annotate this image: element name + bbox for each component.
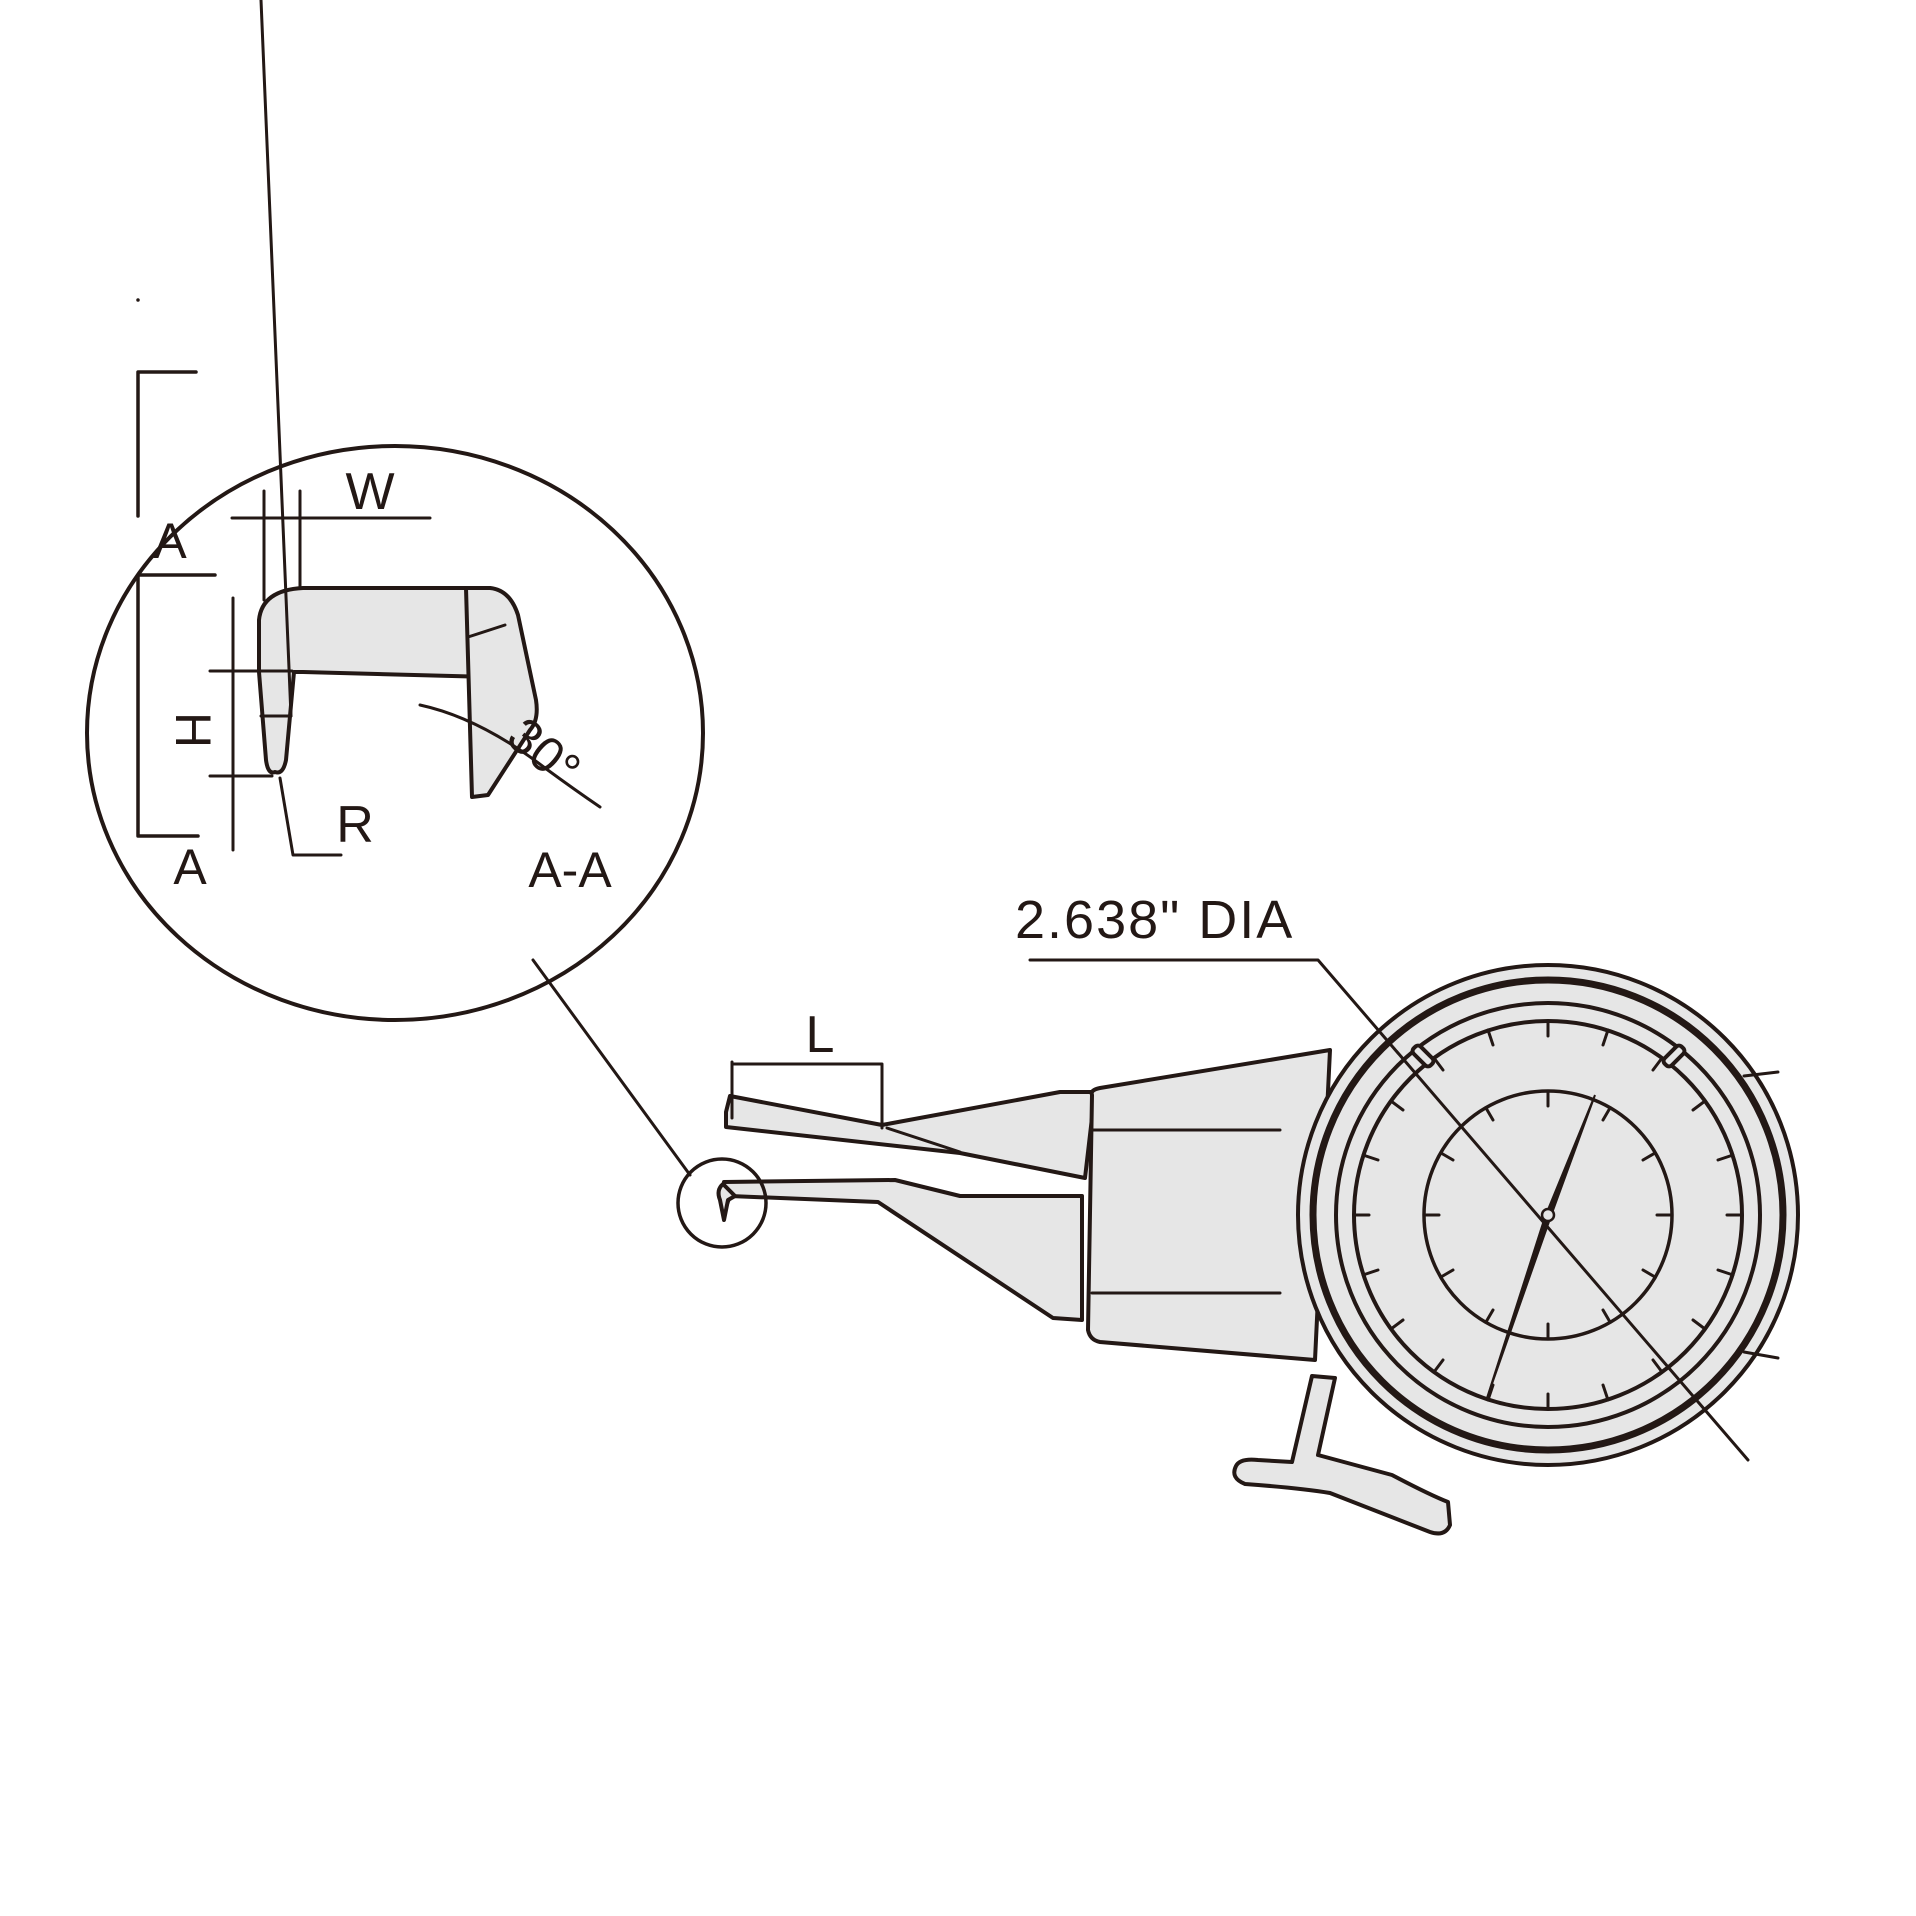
radius-label: R [336, 796, 374, 854]
gauge-body [1086, 1048, 1332, 1362]
lower-jaw [722, 1178, 1084, 1322]
probe-tip-side-view [257, 586, 492, 775]
detail-leader-line [531, 958, 692, 1177]
section-view-label: A-A [528, 842, 612, 898]
dial-needle [1486, 1094, 1596, 1399]
section-label-bottom: A [173, 839, 207, 895]
section-label-top: A [153, 513, 187, 569]
lever-handle [1232, 1374, 1452, 1536]
detail-view: A A W H R 30° A-A [85, 0, 705, 1177]
needle-hub [1540, 1207, 1556, 1223]
main-view: L [676, 890, 1800, 1536]
section-line-bracket [136, 298, 198, 518]
detail-marker-circle [676, 1157, 768, 1249]
width-label: W [345, 463, 394, 521]
probe-section-view [464, 586, 539, 799]
detail-circle [85, 444, 705, 1022]
lower-jaw-tip [716, 1182, 737, 1222]
dial-outer-ticks [1352, 1019, 1744, 1411]
angle-arc [418, 703, 602, 809]
height-label: H [165, 712, 221, 748]
dial-inner-ticks [1422, 1089, 1674, 1341]
diameter-leader-line [1028, 958, 1750, 1462]
jaw-length-label: L [806, 1006, 835, 1064]
dial-diameter-label: 2.638" DIA [1015, 890, 1294, 950]
